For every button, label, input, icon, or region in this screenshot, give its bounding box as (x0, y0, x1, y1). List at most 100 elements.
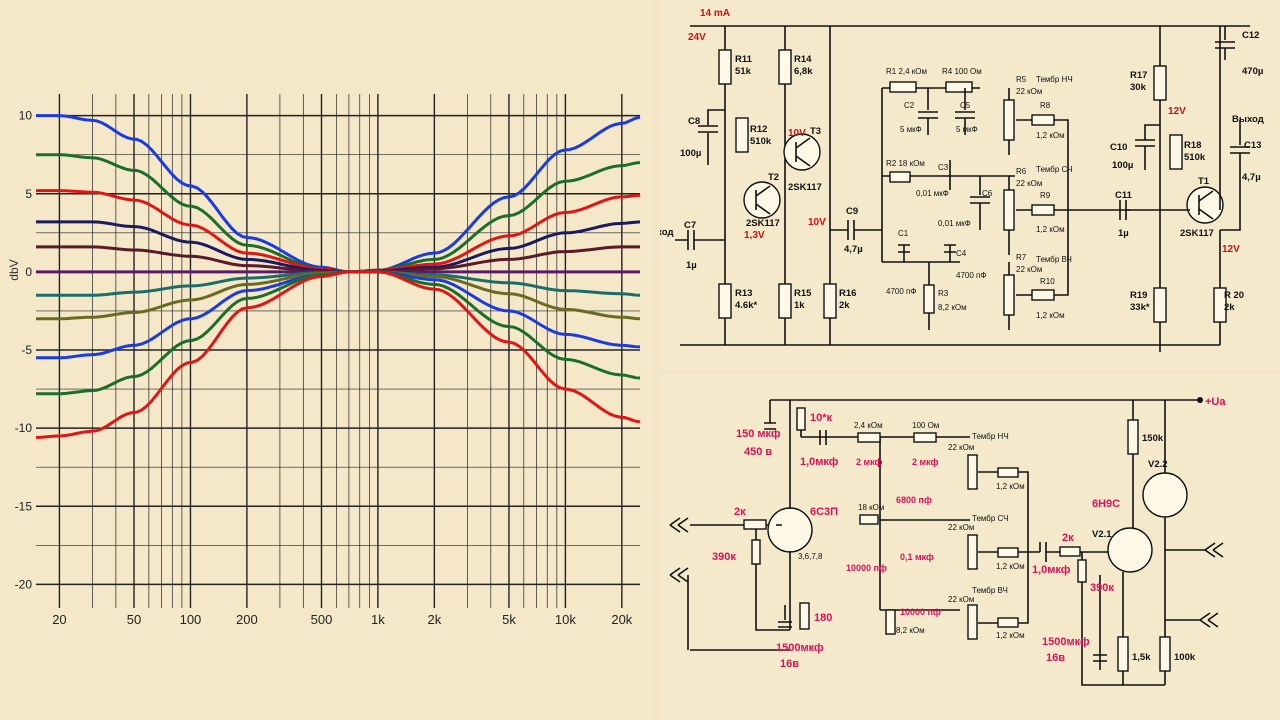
resistor-r18 (1169, 134, 1183, 170)
x-tick-label: 500 (311, 612, 333, 627)
resistor-1-2k-c (997, 617, 1019, 628)
resistor-1-2k-a (997, 467, 1019, 478)
r8-label: R8 (1040, 101, 1051, 110)
y-tick-label: -5 (21, 343, 32, 357)
resistor-r1 (889, 81, 917, 93)
voltage-12v-a: 12V (1168, 106, 1186, 117)
x-tick-label: 5k (502, 612, 516, 627)
c8-value: 100µ (680, 148, 701, 159)
c1u-b-label: 1,0мкф (1032, 564, 1071, 576)
resistor-r15 (778, 283, 792, 319)
r17-value: 30k (1130, 82, 1147, 93)
c4-label: C4 (956, 249, 967, 258)
r150k-label: 150k (1142, 433, 1164, 444)
c7-value: 1µ (686, 260, 697, 271)
treble-label: Тембр ВЧ (972, 586, 1008, 595)
r11-label: R11 (735, 54, 753, 65)
r18-label: R18 (1184, 140, 1201, 151)
r390k-b-label: 390к (1090, 582, 1114, 594)
c13-value: 4,7µ (1242, 172, 1261, 183)
ua-label: +Ua (1205, 396, 1226, 408)
r12-value: 510k (750, 136, 772, 147)
r18-value: 510k (1184, 152, 1206, 163)
y-tick-label: -15 (15, 499, 33, 513)
top-schematic-svg: 14 mA 24V 1,3V 10V 10V 12V 12V Вход Выхо… (660, 8, 1264, 352)
r10-value: 1,2 кОм (1036, 311, 1065, 320)
x-tick-label: 200 (236, 612, 258, 627)
tube-tone-control-schematic: +Ua 150 мкф 450 в 10*к 1,0мкф 2к 390к 6С… (660, 375, 1280, 720)
r17-label: R17 (1130, 70, 1147, 81)
t1-type: 2SK117 (1180, 228, 1214, 239)
resistor-18k (859, 514, 879, 525)
resistor-1-2k-b (997, 547, 1019, 558)
resistor-2k-b (1059, 546, 1081, 557)
r24-label: 2,4 кОм (854, 421, 883, 430)
resistor-180 (799, 602, 810, 630)
resistor-r12 (735, 117, 749, 153)
r18-label: 18 кОм (858, 503, 884, 512)
c9-value: 4,7µ (844, 244, 863, 255)
mid-control-label: Тембр СЧ (1036, 165, 1072, 174)
c6-label: C6 (982, 189, 993, 198)
c2-label: C2 (904, 101, 915, 110)
r13-label: R13 (735, 288, 752, 299)
x-tick-label: 1k (371, 612, 385, 627)
r19-value: 33k* (1130, 302, 1150, 313)
t3-type: 2SK117 (788, 182, 822, 193)
r12a-label: 1,2 кОм (996, 482, 1025, 491)
r10-label: R10 (1040, 277, 1055, 286)
resistor-10k (796, 407, 806, 431)
resistor-150k (1127, 419, 1139, 455)
series-line-9 (36, 270, 641, 360)
c8-label: C8 (688, 116, 700, 127)
r3-label: R3 (938, 289, 949, 298)
resistor-r16 (823, 283, 837, 319)
c3-value: 0,01 мкФ (916, 189, 949, 198)
r22b-label: 22 кОм (948, 523, 974, 532)
voltage-10v-a: 10V (788, 128, 806, 139)
r2k-label: 2к (734, 506, 746, 518)
resistor-390k-b (1077, 559, 1087, 583)
r14-label: R14 (794, 54, 812, 65)
transistor-tone-control-schematic: 14 mA 24V 1,3V 10V 10V 12V 12V Вход Выхо… (660, 0, 1280, 370)
x-tick-label: 2k (427, 612, 441, 627)
r5-value: 22 кОм (1016, 87, 1042, 96)
c16v-label: 16в (780, 658, 799, 670)
r9-value: 1,2 кОм (1036, 225, 1065, 234)
x-tick-label: 50 (127, 612, 141, 627)
current-label: 14 mA (700, 8, 730, 19)
c2mkf-a-label: 2 мкф (856, 457, 883, 467)
c11-label: C11 (1115, 190, 1133, 201)
r16-label: R16 (839, 288, 856, 299)
t1-label: T1 (1198, 176, 1210, 187)
r14-value: 6,8k (794, 66, 813, 77)
series-line-3 (36, 189, 641, 274)
r1-label: R1 2,4 кОм (886, 67, 927, 76)
tube-v2-2 (1142, 472, 1188, 518)
transistor-t2 (743, 181, 781, 219)
output-label: Выход (1232, 114, 1264, 125)
resistor-r3 (923, 284, 935, 314)
r10k-label: 10*к (810, 412, 833, 424)
resistor-2-4k (857, 432, 881, 443)
r100k-label: 100k (1174, 652, 1196, 663)
v21-label: V2.1 (1092, 529, 1112, 540)
y-tick-label: -10 (15, 421, 33, 435)
c1-value: 4700 пФ (886, 287, 916, 296)
t2-label: T2 (768, 172, 779, 183)
r22a-label: 22 кОм (948, 443, 974, 452)
mid-label: Тембр СЧ (972, 514, 1008, 523)
tube-6c3p (767, 507, 813, 553)
transistor-t1 (1186, 186, 1224, 224)
r2-label: R2 18 кОм (886, 159, 925, 168)
c16v-b-label: 16в (1046, 652, 1065, 664)
r3-value: 8,2 кОм (938, 303, 967, 312)
r82-label: 8,2 кОм (896, 626, 925, 635)
r15-value: 1k (794, 300, 805, 311)
bass-control-label: Тембр НЧ (1036, 75, 1073, 84)
r8-value: 1,2 кОм (1036, 131, 1065, 140)
input-label: Вход (660, 227, 674, 238)
series-line-7 (36, 270, 641, 297)
